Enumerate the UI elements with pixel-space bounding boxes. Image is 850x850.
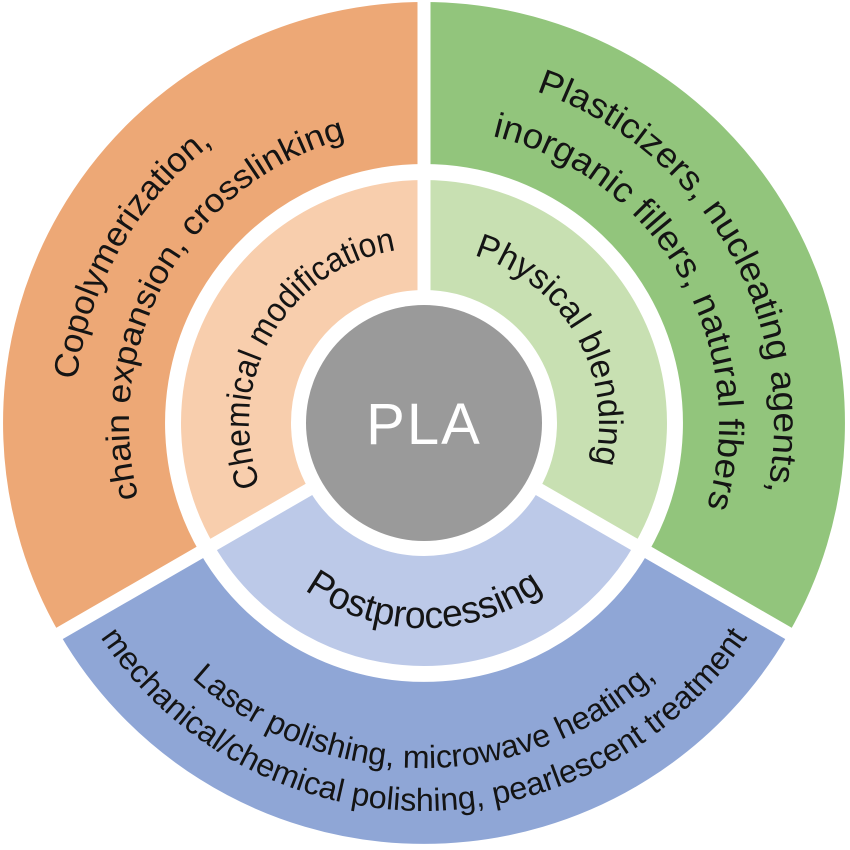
inner-ring-postprocessing-sector (213, 488, 635, 666)
divider-lower-left (44, 476, 326, 646)
inner-ring-physical-blending-sector (422, 180, 667, 545)
divider-lower-right (522, 476, 804, 646)
outer-ring-postprocessing-sector (59, 551, 789, 844)
outer-ring-physical-blending-sector (422, 2, 845, 634)
inner-ring-chemical-modification-sector (181, 180, 426, 545)
pla-center-label: PLA (366, 392, 482, 457)
outer-ring-chemical-modification-sector (3, 2, 426, 634)
pla-center-circle (306, 305, 542, 541)
